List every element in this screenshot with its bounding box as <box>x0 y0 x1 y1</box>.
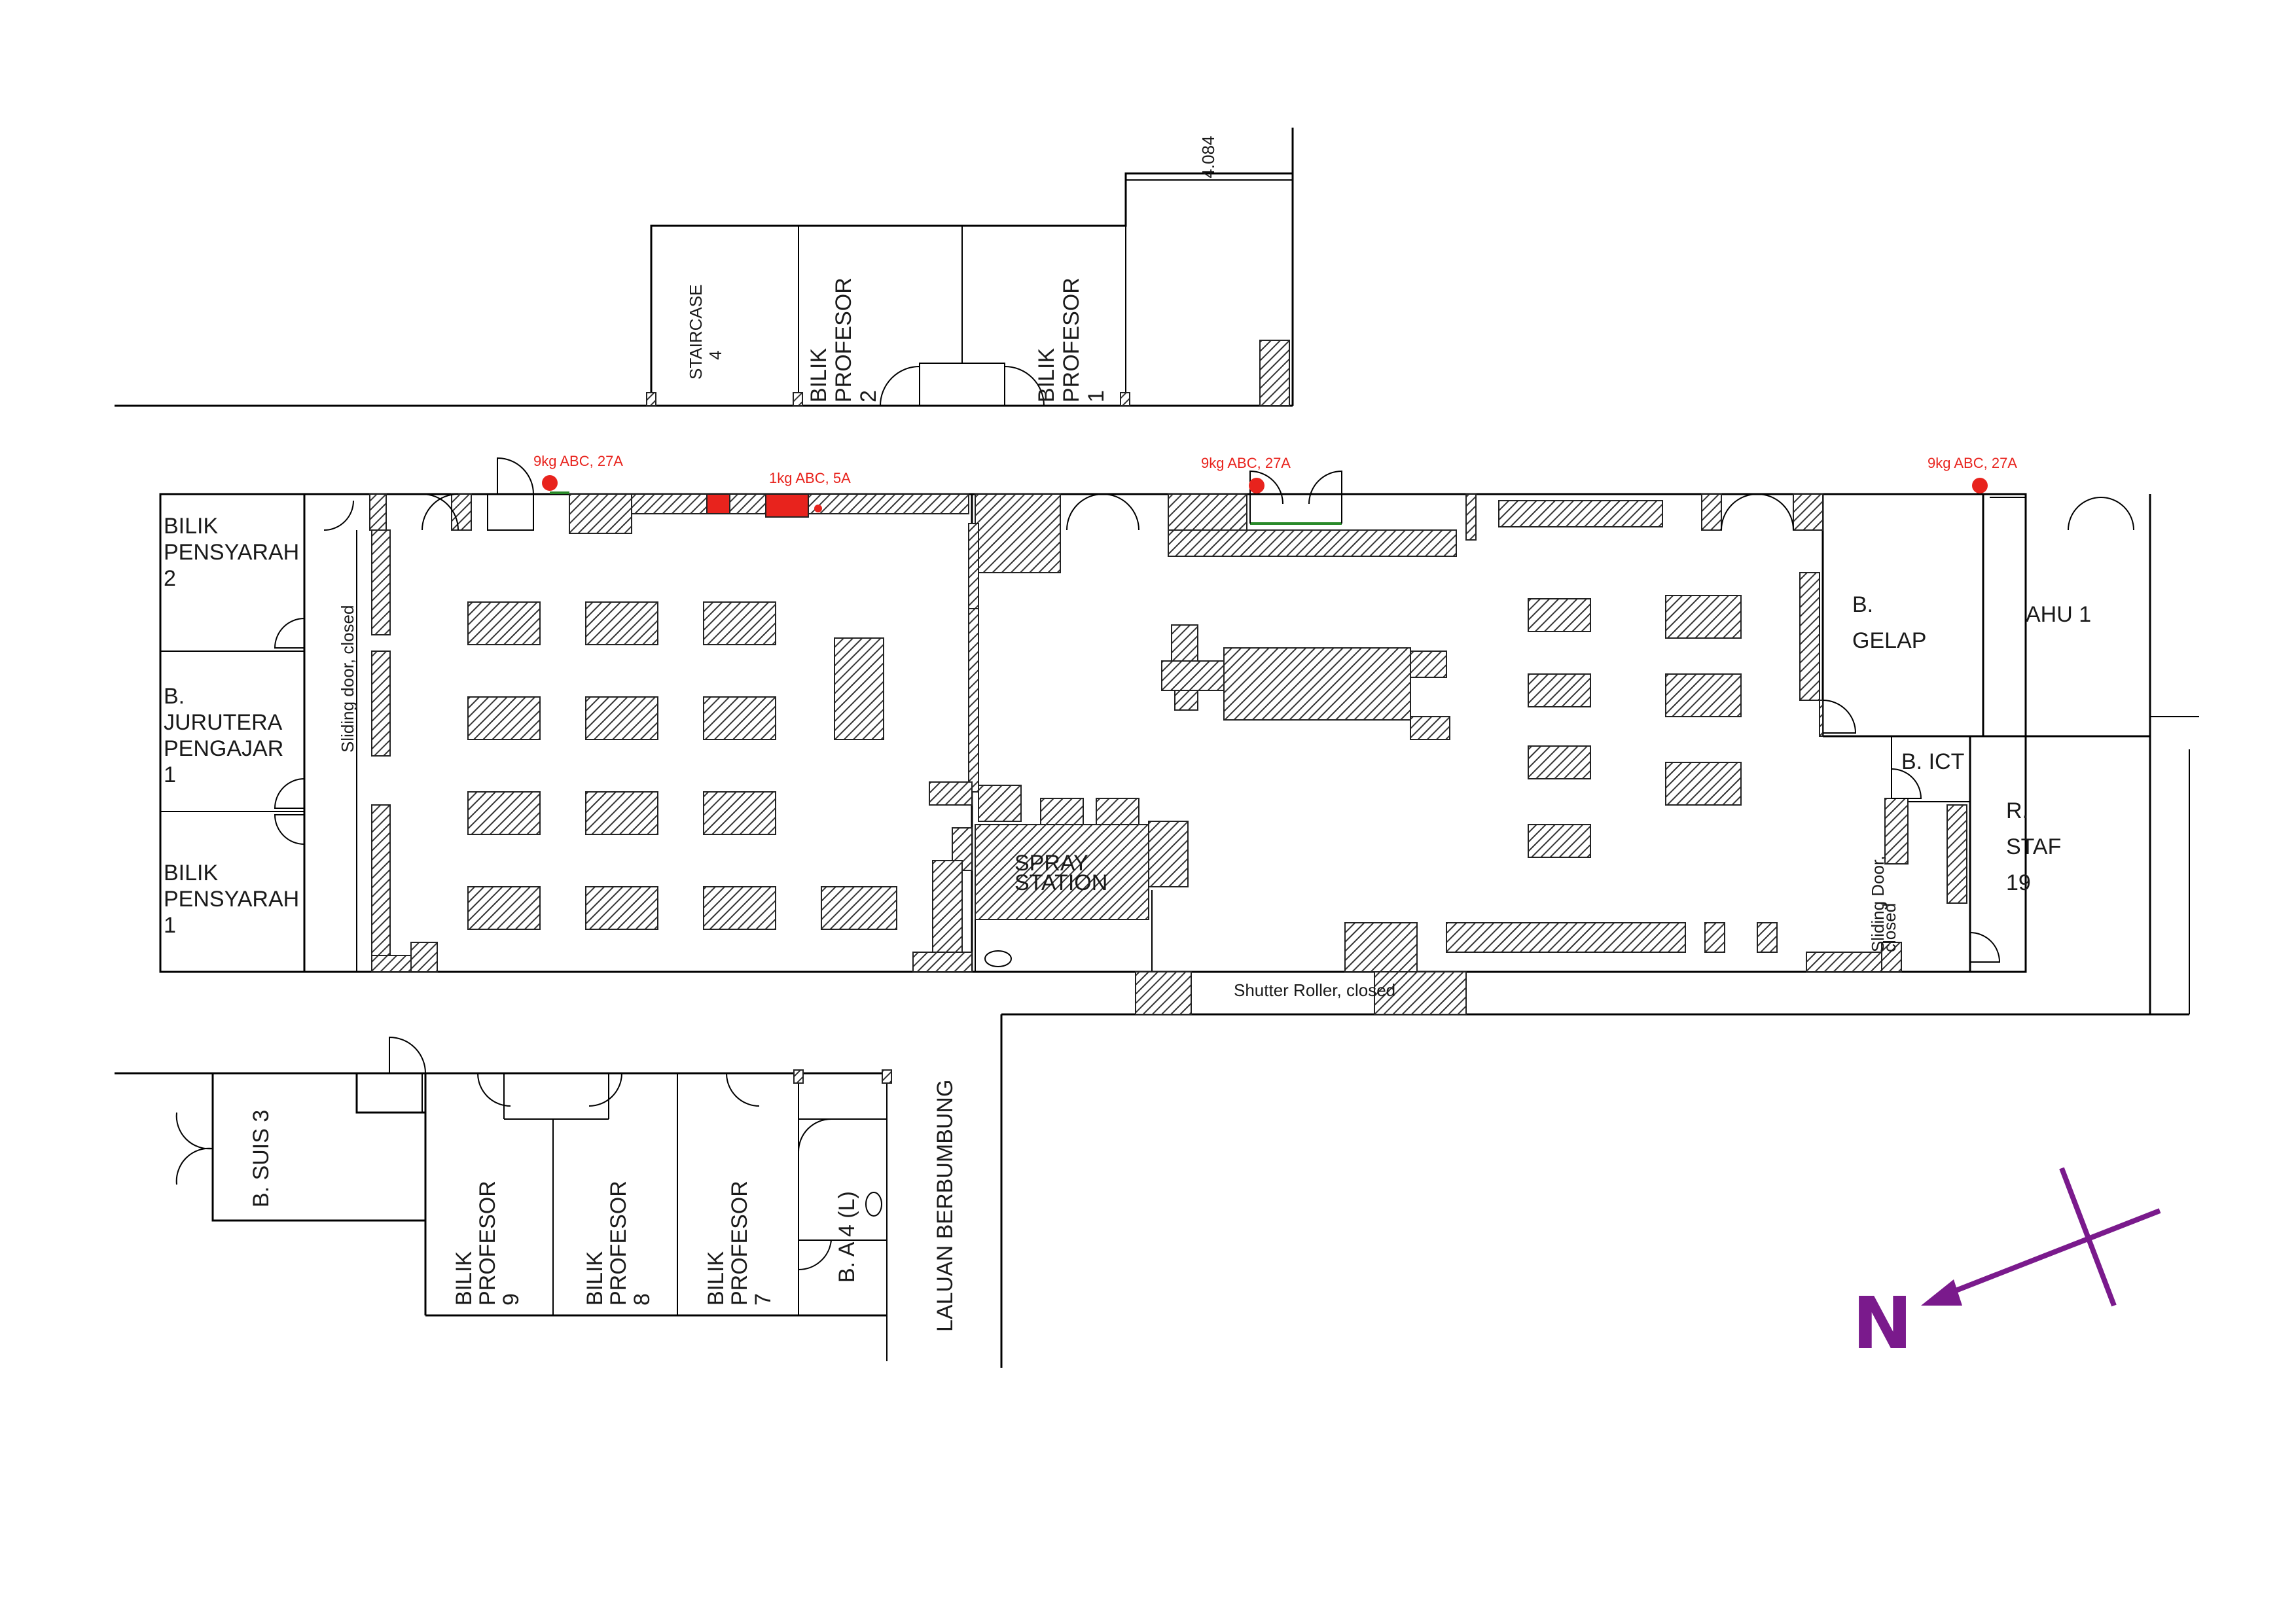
extinguisher-label-3: 9kg ABC, 27A <box>1201 455 1291 471</box>
bilik-profesor-8-l3: 8 <box>630 1293 655 1306</box>
bilik-pensyarah-2-l3: 2 <box>164 566 176 591</box>
bilik-pensyarah-2-l1: BILIK <box>164 514 218 539</box>
bilik-profesor-7-l3: 7 <box>751 1293 776 1306</box>
bilik-profesor-9-l2: PROFESOR <box>475 1181 500 1306</box>
spray-station-l2: STATION <box>1014 870 1107 895</box>
doors-top <box>323 457 2134 531</box>
spray-station-area <box>912 781 1189 972</box>
compass-arrow-icon <box>1921 1279 1962 1306</box>
bilik-pensyarah-1-l3: 1 <box>164 913 176 938</box>
b-suis-label: B. SUIS 3 <box>249 1110 274 1207</box>
bilik-pensyarah-2-l2: PENSYARAH <box>164 540 299 565</box>
b-a4-label: B. A 4 (L) <box>834 1191 859 1283</box>
bottom-wing <box>115 1036 892 1361</box>
shutter: Shutter Roller, closed <box>1135 971 1467 1015</box>
laluan-label: LALUAN BERBUMBUNG <box>933 1080 958 1332</box>
b-jurutera-l3: PENGAJAR <box>164 736 283 761</box>
lab-furniture-right <box>1161 572 1967 972</box>
b-ict-label: B. ICT <box>1901 749 1964 774</box>
top-wall-fixtures <box>369 491 1823 573</box>
bilik-profesor-2-l1: BILIK <box>806 348 831 402</box>
bilik-profesor-8-l1: BILIK <box>583 1251 607 1306</box>
bilik-profesor-8-l2: PROFESOR <box>606 1181 631 1306</box>
shutter-label: Shutter Roller, closed <box>1234 980 1395 1000</box>
north-compass: N <box>1852 1167 2161 1365</box>
b-jurutera-l4: 1 <box>164 762 176 787</box>
bilik-pensyarah-1-l1: BILIK <box>164 861 218 885</box>
staircase-num: 4 <box>706 351 725 360</box>
spray-station-booth <box>975 824 1149 920</box>
staircase-label: STAIRCASE <box>686 285 706 380</box>
bilik-profesor-7-l1: BILIK <box>704 1251 728 1306</box>
extinguisher-marker-4 <box>1972 478 1988 493</box>
bilik-profesor-1-l3: 1 <box>1084 390 1109 402</box>
top-wing <box>115 128 1294 407</box>
sliding-door-right-l1: Sliding Door, <box>1868 856 1888 952</box>
dimension-line: 4.084 <box>1125 135 1293 190</box>
r-staf-l3: 19 <box>2006 870 2031 895</box>
extinguisher-marker-1 <box>542 475 558 491</box>
extinguisher-marker-2 <box>814 505 822 512</box>
ahu-label: AHU 1 <box>2026 602 2091 627</box>
bilik-profesor-9-l1: BILIK <box>452 1251 476 1306</box>
sliding-door-right-l2: closed <box>1880 903 1899 952</box>
r-staf-l1: R. <box>2006 798 2028 823</box>
extinguisher-marker-3 <box>1249 478 1265 493</box>
doors-right <box>274 618 2001 963</box>
bilik-profesor-7-l2: PROFESOR <box>727 1181 752 1306</box>
b-jurutera-l1: B. <box>164 684 185 709</box>
spray-station-l1: SPRAY <box>1014 851 1088 876</box>
b-gelap-l1: B. <box>1852 592 1873 617</box>
bilik-profesor-2-l2: PROFESOR <box>831 277 856 402</box>
r-staf-l2: STAF <box>2006 834 2061 859</box>
bilik-profesor-9-l3: 9 <box>499 1293 524 1306</box>
compass-north-label: N <box>1852 1281 1912 1365</box>
left-wall-fixtures <box>371 523 979 972</box>
bilik-profesor-2-l3: 2 <box>856 390 881 402</box>
b-gelap-l2: GELAP <box>1852 628 1926 653</box>
extinguisher-label-4: 9kg ABC, 27A <box>1928 455 2017 471</box>
dimension-label: 4.084 <box>1198 135 1218 178</box>
b-jurutera-l2: JURUTERA <box>164 710 283 735</box>
fire-extinguishers: 9kg ABC, 27A 1kg ABC, 5A 9kg ABC, 27A 9k… <box>533 453 2017 512</box>
sliding-door-left-label: Sliding door, closed <box>338 605 357 753</box>
bilik-profesor-1-l1: BILIK <box>1034 348 1059 402</box>
extinguisher-label-1: 9kg ABC, 27A <box>533 453 623 469</box>
extinguisher-label-2: 1kg ABC, 5A <box>769 470 851 486</box>
classroom-tables-left <box>467 601 897 930</box>
bilik-profesor-1-l2: PROFESOR <box>1059 277 1084 402</box>
bilik-pensyarah-1-l2: PENSYARAH <box>164 887 299 912</box>
